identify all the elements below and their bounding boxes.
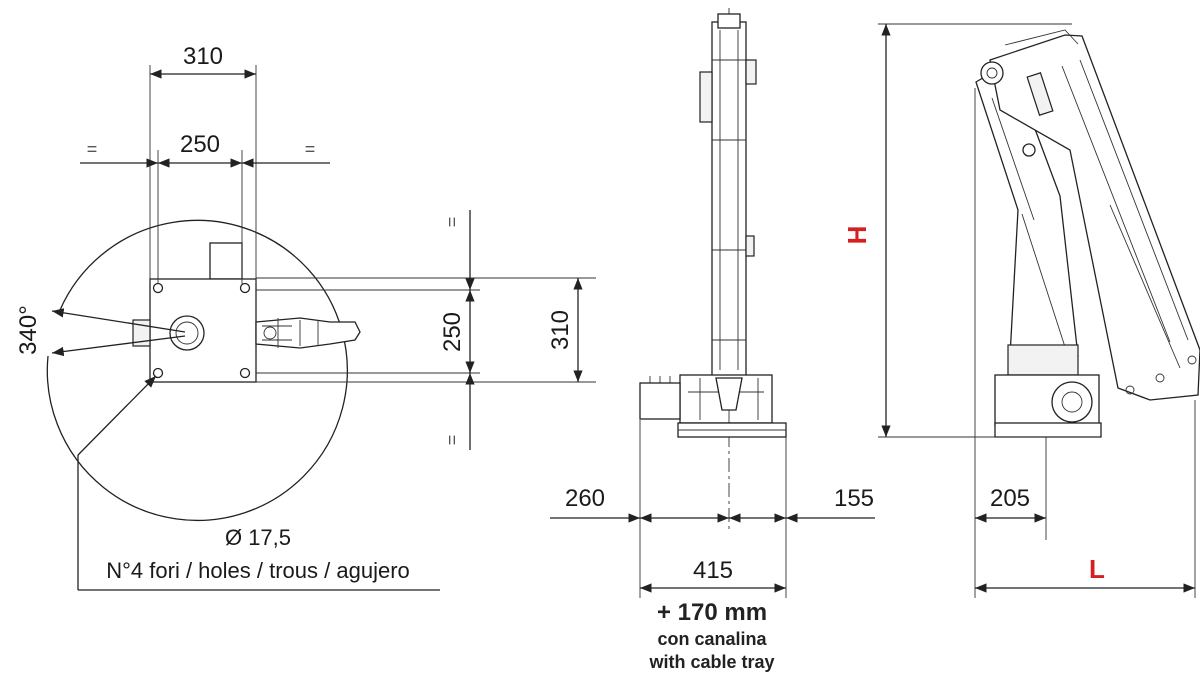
pivot-top	[980, 61, 1004, 85]
mounting-hole	[152, 367, 164, 379]
rotation-circle	[46, 219, 348, 521]
left-bracket	[132, 319, 151, 347]
equal-top-label: =	[442, 217, 462, 228]
top-view: 310 250 = = 250 310 = = 340° Ø 17,5 N°4 …	[15, 43, 596, 591]
rotation-label: 340°	[15, 305, 42, 355]
side-slew-drum	[1051, 381, 1093, 423]
column-outer	[169, 315, 205, 351]
hole-diameter-label: Ø 17,5	[225, 525, 291, 550]
equal-right-label: =	[305, 139, 316, 159]
mounting-hole	[239, 367, 251, 379]
column-top	[209, 242, 243, 280]
cable-tray-note-it: con canalina	[657, 629, 767, 649]
side-view: H 205 L	[842, 23, 1200, 598]
mounting-hole	[239, 282, 251, 294]
width-inner-label: 250	[180, 131, 220, 158]
pivot-mid	[1022, 143, 1036, 157]
right-offset-label: 155	[834, 485, 874, 512]
control-valve	[639, 382, 681, 420]
width-outer-label: 310	[183, 43, 223, 70]
offset-label: 205	[990, 485, 1030, 512]
cable-tray-extra-label: + 170 mm	[657, 599, 767, 626]
column-inner	[175, 321, 199, 345]
front-view: 260 155 415 + 170 mm con canalina with c…	[550, 8, 875, 672]
mounting-hole	[152, 282, 164, 294]
boom-stack	[711, 21, 747, 379]
length-label: L	[1089, 554, 1105, 584]
equal-bottom-label: =	[442, 435, 462, 446]
depth-outer-label: 310	[547, 310, 574, 350]
hole-note-label: N°4 fori / holes / trous / agujero	[106, 558, 410, 583]
equal-left-label: =	[87, 139, 98, 159]
left-offset-label: 260	[565, 485, 605, 512]
side-boom	[989, 34, 1200, 401]
depth-inner-label: 250	[439, 312, 466, 352]
cable-tray-note-en: with cable tray	[648, 652, 774, 672]
base-width-label: 415	[693, 557, 733, 584]
height-label: H	[842, 226, 872, 245]
